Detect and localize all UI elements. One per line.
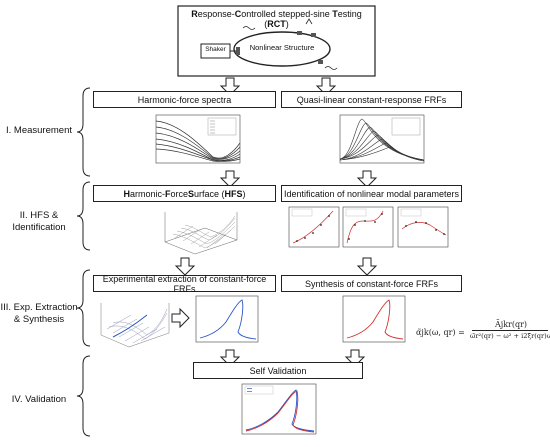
equation-lhs: α̃jk(ω, qr) = bbox=[416, 328, 465, 337]
plot-harmonic-force-spectra bbox=[155, 114, 241, 164]
stage-validation: IV. Validation bbox=[11, 394, 67, 405]
box-experimental-extraction: Experimental extraction of constant-forc… bbox=[93, 274, 276, 294]
brace-validation bbox=[76, 355, 91, 437]
stage-extraction-line2: & Synthesis bbox=[13, 314, 65, 325]
plot-extracted-frf bbox=[195, 295, 259, 343]
equation-numerator: Ãjkr(qr) bbox=[494, 320, 528, 329]
nonlinear-structure-shape bbox=[233, 31, 331, 67]
brace-hfs bbox=[76, 181, 91, 251]
plot-hfs-surface bbox=[164, 212, 238, 255]
plot-self-validation bbox=[241, 383, 317, 435]
stage-hfs: II. HFS & Identification bbox=[0, 210, 78, 234]
plot-ident-modal-constant bbox=[397, 206, 449, 248]
plot-synthesized-frf bbox=[342, 295, 406, 343]
plot-ident-damping bbox=[342, 206, 394, 248]
equation-fraction-bar bbox=[472, 330, 548, 331]
box-identification: Identification of nonlinear modal parame… bbox=[281, 185, 462, 202]
stage-extraction: III. Exp. Extraction & Synthesis bbox=[0, 302, 78, 326]
signal-waves bbox=[242, 18, 338, 70]
brace-measurement bbox=[76, 87, 91, 177]
arrow-synthesis-to-validation bbox=[344, 349, 366, 367]
plot-hfs-slice bbox=[100, 303, 170, 348]
force-sensor bbox=[236, 47, 240, 55]
arrow-spectra-to-hfs bbox=[219, 170, 241, 188]
brace-extraction bbox=[76, 269, 91, 347]
rct-title: Response-Controlled stepped-sine Testing… bbox=[191, 9, 362, 29]
plot-ident-natural-frequency bbox=[288, 206, 340, 248]
box-synthesis: Synthesis of constant-force FRFs bbox=[281, 275, 462, 292]
shaker-label: Shaker bbox=[205, 46, 226, 53]
box-quasi-linear-frfs: Quasi-linear constant-response FRFs bbox=[281, 91, 462, 108]
stage-hfs-line2: Identification bbox=[12, 222, 66, 233]
arrow-extraction-to-validation bbox=[219, 349, 241, 367]
box-harmonic-force-spectra: Harmonic-force spectra bbox=[93, 91, 276, 108]
synthesis-equation: α̃jk(ω, qr) = Ãjkr(qr) ω̃r²(qr) − ω² + i… bbox=[416, 320, 550, 350]
stage-hfs-line1: II. HFS & bbox=[19, 210, 59, 221]
structure-label: Nonlinear Structure bbox=[249, 43, 315, 52]
box-self-validation: Self Validation bbox=[193, 362, 363, 379]
arrow-hfs-to-extraction bbox=[174, 257, 196, 276]
plot-quasi-linear-frfs bbox=[339, 114, 425, 164]
arrow-hfs-to-extracted-frf bbox=[171, 307, 190, 329]
arrow-ident-to-synthesis bbox=[356, 257, 378, 276]
accelerometer-2 bbox=[311, 33, 316, 37]
arrow-rct-to-hfspectra bbox=[219, 77, 241, 96]
arrow-rct-to-quasi bbox=[315, 77, 337, 96]
arrow-quasi-to-ident bbox=[356, 170, 378, 188]
stage-extraction-line1: III. Exp. Extraction bbox=[0, 302, 78, 313]
stage-measurement: I. Measurement bbox=[6, 125, 72, 136]
equation-denominator: ω̃r²(qr) − ω² + i2ξ̃r(qr)ωω̃r(qr) bbox=[470, 332, 550, 340]
accelerometer-3 bbox=[318, 60, 323, 64]
accelerometer-1 bbox=[297, 31, 302, 35]
